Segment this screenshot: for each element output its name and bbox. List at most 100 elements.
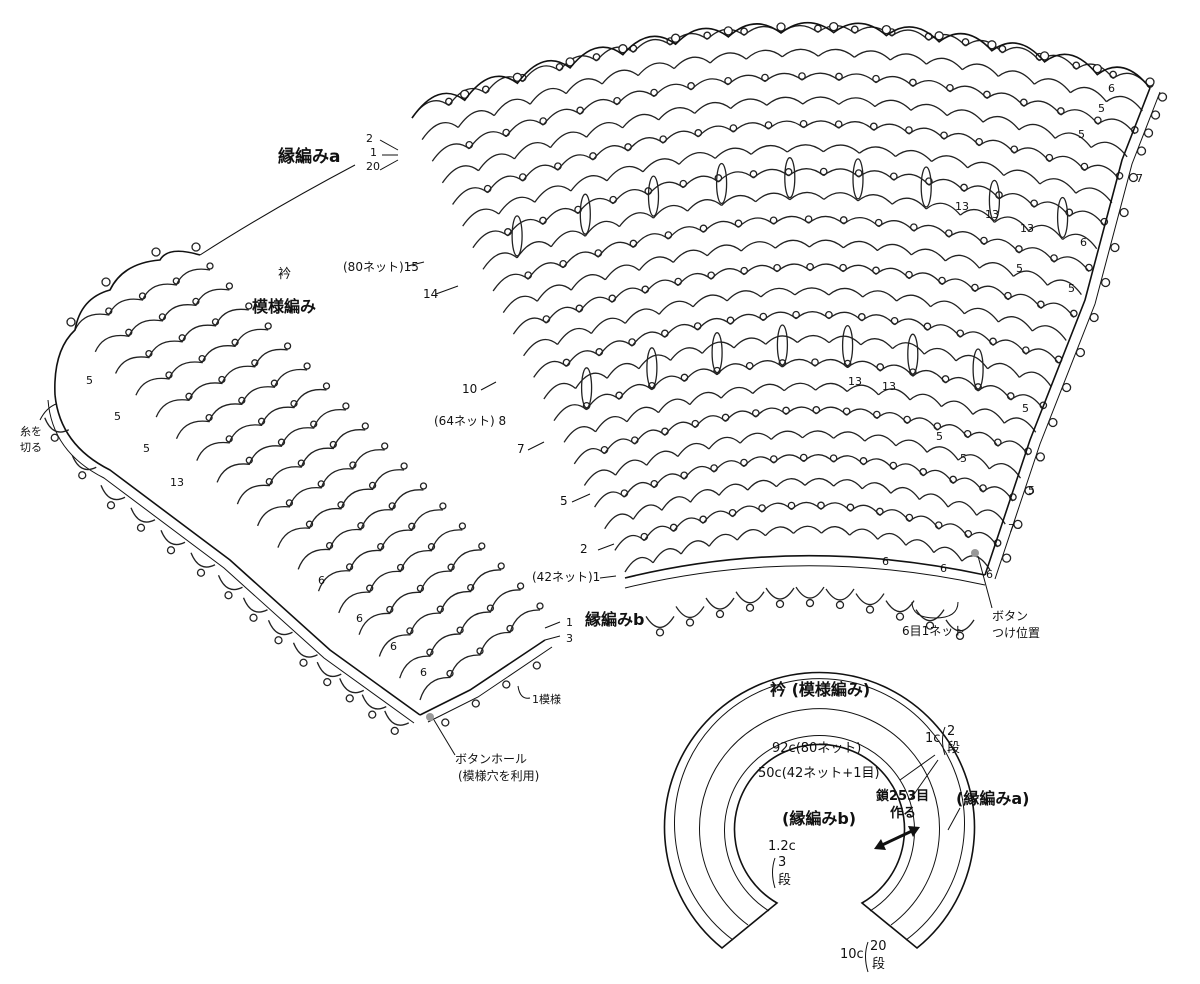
- svg-text:13: 13: [882, 380, 896, 393]
- edge-picot: [881, 24, 892, 35]
- bottom-picot: [955, 631, 965, 641]
- schematic-inner-edge-unit: 段: [778, 873, 791, 888]
- lower-scallop: [339, 678, 365, 694]
- side-picot: [1136, 146, 1147, 156]
- edge-picot: [670, 33, 681, 43]
- tall-stitch-cluster: [511, 215, 523, 257]
- stitch-node: [478, 542, 486, 550]
- edge-picot: [101, 277, 111, 287]
- lower-scallop: [100, 485, 126, 501]
- left-inner-edge: [419, 639, 546, 716]
- stitch-row: [236, 429, 366, 505]
- svg-text:5: 5: [1028, 484, 1035, 497]
- edge-b-row-1: 1: [566, 616, 573, 629]
- cut-yarn-pointer: [39, 403, 57, 421]
- buttonhole-pointer: [433, 719, 456, 756]
- bottom-scallop: [645, 616, 675, 629]
- row-label-8: (64ネット) 8: [434, 414, 506, 428]
- schematic-outer-edge-unit: 段: [947, 741, 960, 756]
- buttonhole-line1: ボタンホール: [455, 752, 527, 766]
- schematic-chain-start-line1: 鎖253目: [876, 788, 929, 804]
- edge-picot: [723, 26, 733, 36]
- stitch-row: [573, 406, 1029, 465]
- bottom-picot: [745, 603, 755, 612]
- stitch-row: [317, 509, 443, 592]
- cut-yarn-line2: 切る: [20, 441, 42, 454]
- lower-picot: [50, 433, 59, 442]
- stitch-row: [378, 569, 502, 657]
- stitch-row: [502, 239, 1082, 313]
- button-position-line1: ボタン: [992, 609, 1028, 623]
- tall-stitch-cluster: [907, 333, 919, 375]
- tall-stitch-cluster: [852, 158, 864, 200]
- stitch-row: [277, 469, 405, 548]
- top-scalloped-edge: [411, 21, 1151, 119]
- svg-text:6: 6: [318, 574, 325, 587]
- lower-scallop: [316, 661, 342, 678]
- bottom-picot: [805, 598, 815, 608]
- button-position-marker: [971, 549, 979, 557]
- edge-picot: [776, 22, 786, 32]
- buttonhole-marker: [426, 713, 434, 721]
- stitch-node: [206, 262, 214, 270]
- tall-stitch-cluster: [646, 347, 658, 389]
- edge-picot: [618, 44, 628, 54]
- lower-scallop: [242, 597, 268, 613]
- side-picot: [1075, 347, 1086, 358]
- svg-text:5: 5: [143, 442, 150, 455]
- tall-stitch-cluster: [711, 332, 723, 374]
- side-picot: [1150, 110, 1161, 120]
- lower-picot: [224, 591, 233, 600]
- edge-picot: [66, 317, 76, 327]
- svg-text:5: 5: [1098, 102, 1105, 115]
- buttonhole-line2: (模様穴を利用): [458, 768, 539, 783]
- stitch-row: [338, 529, 463, 614]
- side-picot: [1143, 128, 1154, 138]
- edge-picot: [191, 242, 201, 252]
- svg-text:6: 6: [940, 562, 947, 575]
- bottom-scallop: [675, 606, 705, 619]
- stitch-row: [297, 489, 424, 570]
- lower-scallop: [384, 710, 410, 726]
- stitch-row: [523, 287, 1067, 357]
- tall-stitch-cluster: [972, 348, 984, 390]
- row-label-15: (80ネット)15: [343, 260, 419, 274]
- edge-a-row-1: 1: [370, 146, 377, 159]
- stitch-row: [492, 215, 1090, 292]
- svg-text:6: 6: [986, 568, 993, 581]
- one-repeat-bracket: [517, 685, 531, 699]
- lower-scallop: [292, 642, 318, 658]
- stitch-row: [135, 328, 269, 396]
- lower-scallop: [190, 552, 216, 568]
- tall-stitch-cluster: [1056, 196, 1069, 239]
- side-picot: [1013, 519, 1023, 530]
- one-repeat-label: 1模様: [532, 692, 561, 706]
- bottom-picot: [655, 628, 665, 637]
- lower-picot: [299, 658, 308, 667]
- tall-stitch-cluster: [579, 193, 591, 235]
- stitch-node: [439, 502, 447, 510]
- stitch-row: [411, 24, 1151, 119]
- row-label-1: (42ネット)1: [532, 570, 600, 584]
- stitch-row: [533, 311, 1060, 378]
- net-bracket: [911, 601, 959, 619]
- lower-picot: [390, 726, 399, 736]
- stitch-row: [482, 191, 1098, 270]
- bottom-picot: [775, 599, 785, 609]
- edge-picot: [1092, 63, 1102, 74]
- svg-text:5: 5: [1016, 262, 1023, 275]
- tall-stitch-cluster: [776, 324, 789, 366]
- side-picot: [1110, 242, 1120, 253]
- tall-stitch-cluster: [647, 175, 660, 217]
- stitch-row: [462, 144, 1113, 227]
- svg-text:7: 7: [1008, 522, 1015, 535]
- inner-picot: [441, 718, 450, 727]
- tall-stitch-cluster: [988, 179, 1001, 222]
- svg-text:5: 5: [86, 374, 93, 387]
- edge-picot: [829, 21, 839, 32]
- stitch-node: [361, 422, 369, 430]
- side-picot: [1100, 277, 1111, 288]
- row-label-2: 2: [580, 542, 588, 556]
- stitch-node: [497, 562, 505, 570]
